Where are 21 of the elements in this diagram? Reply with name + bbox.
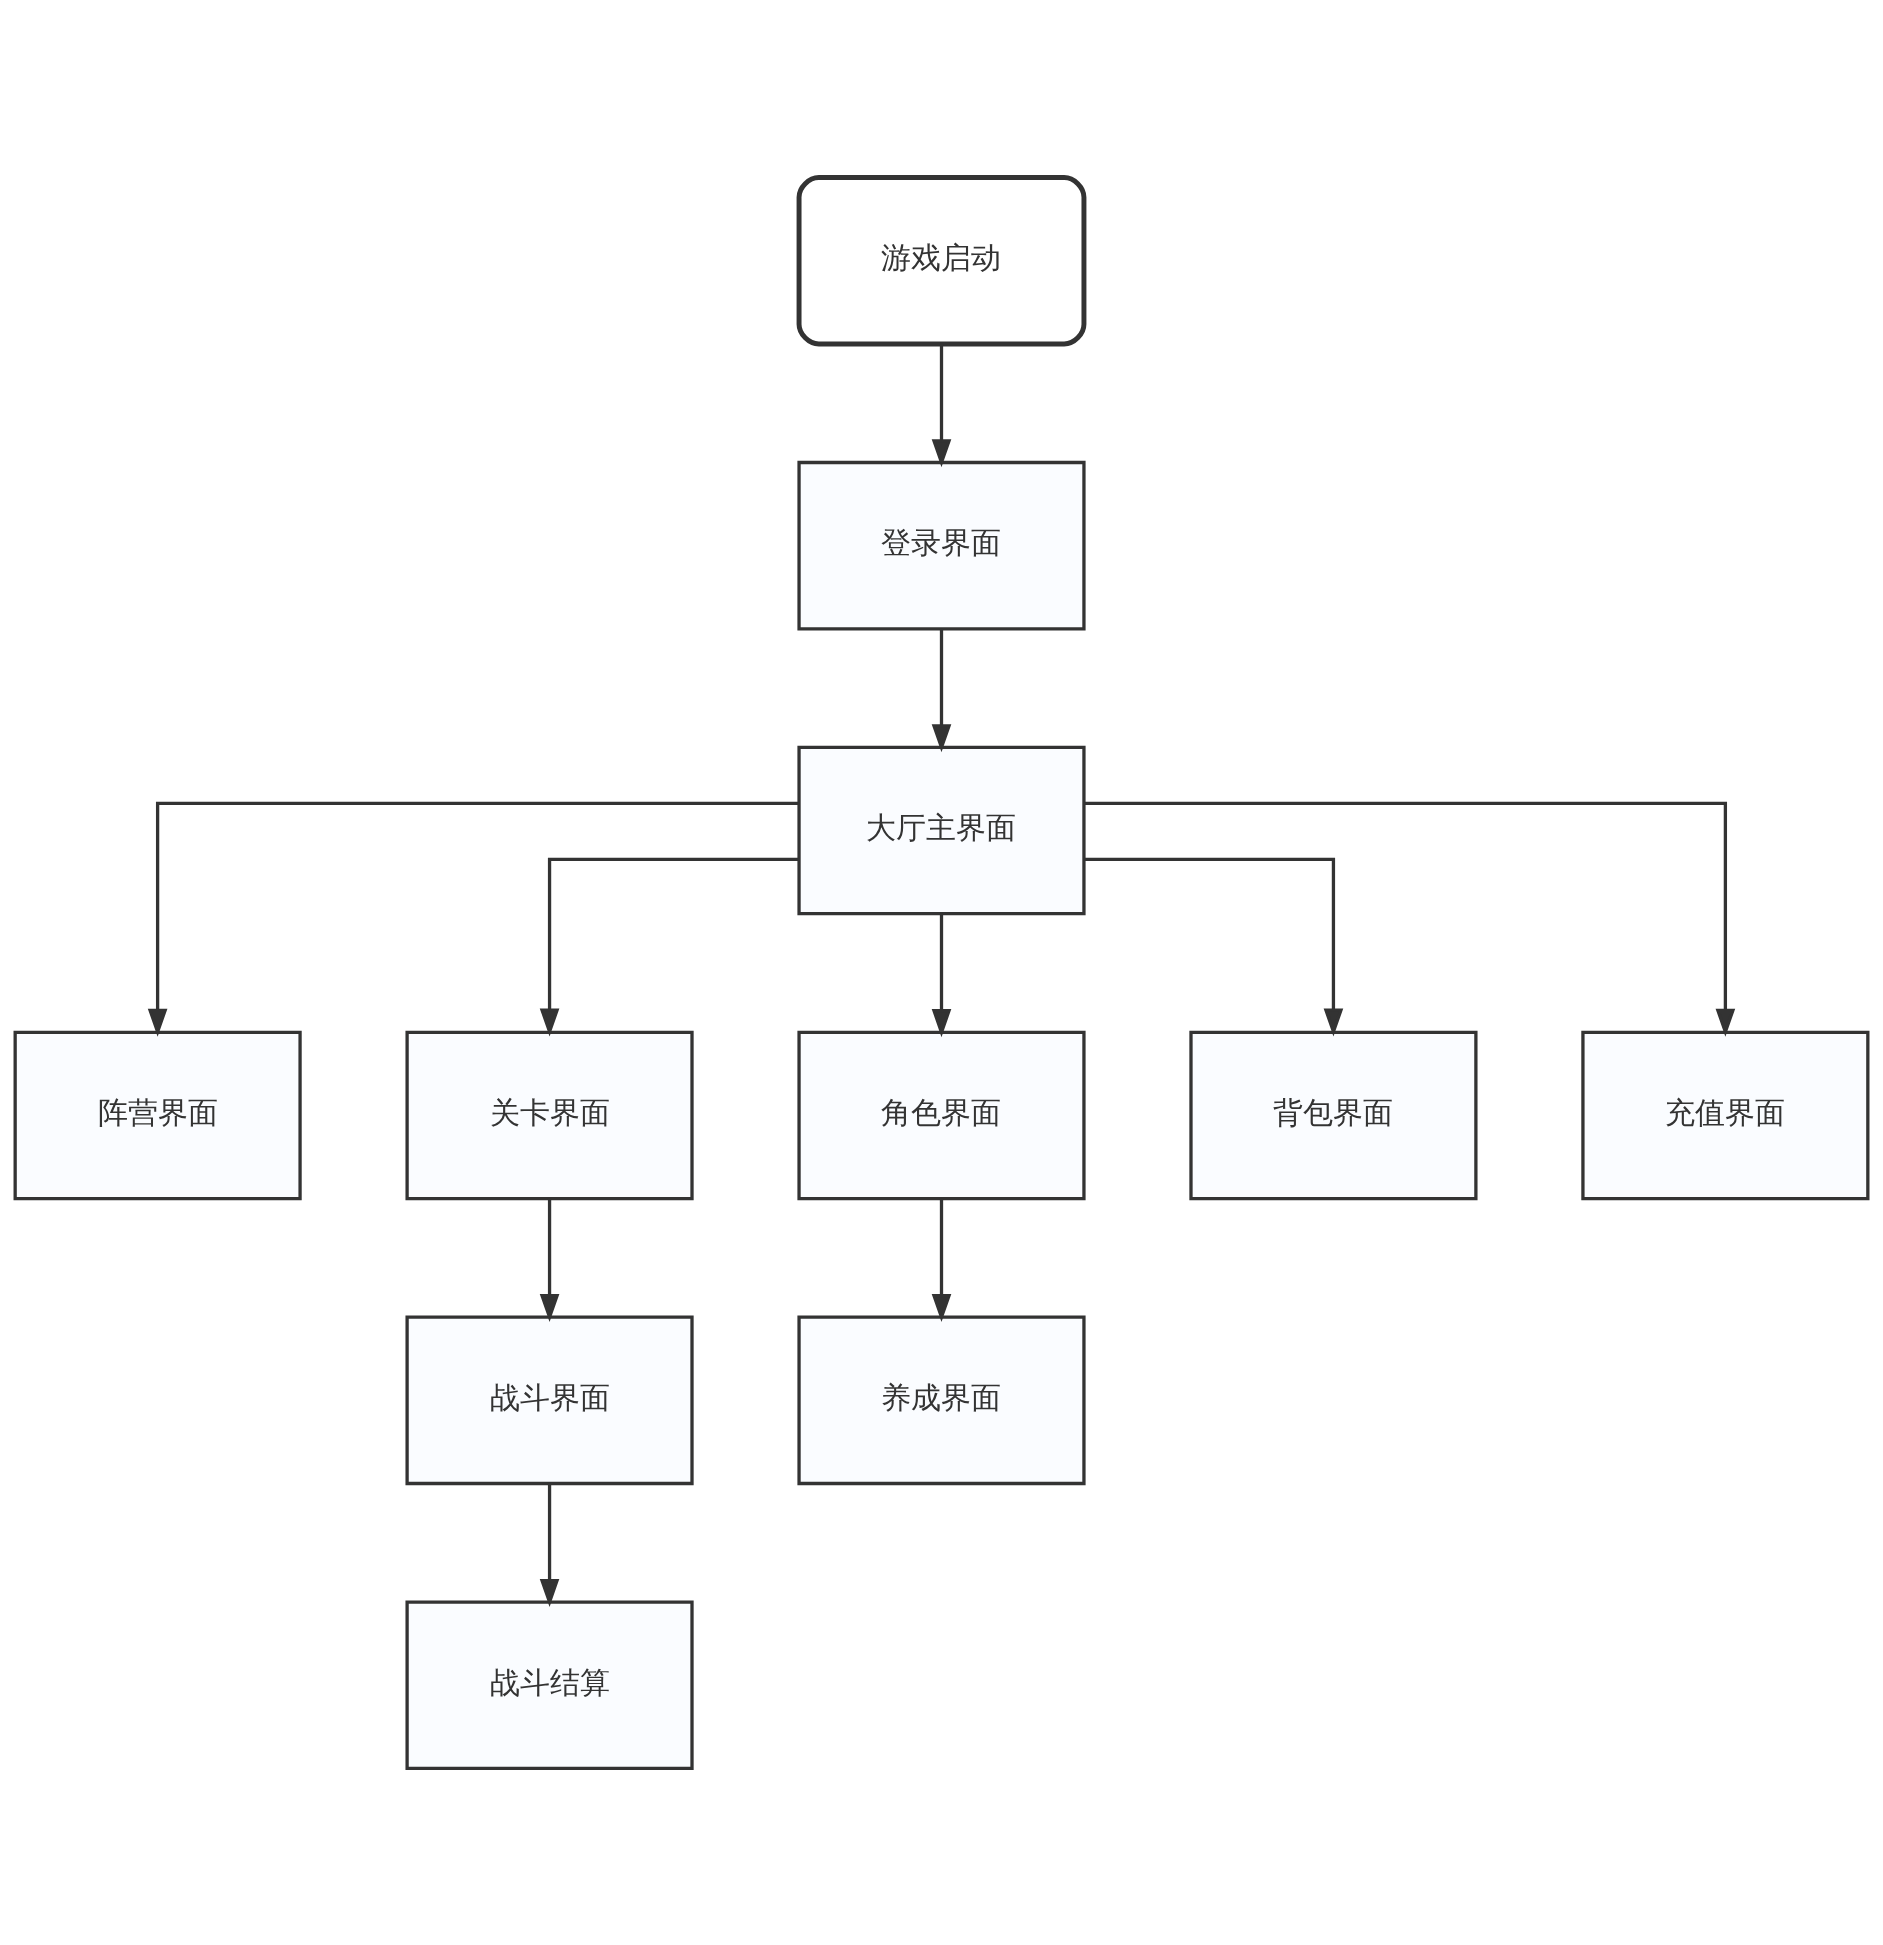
arrow xyxy=(539,1198,560,1322)
arrow xyxy=(147,801,799,1037)
arrow xyxy=(931,343,952,467)
node-box: 登录界面 xyxy=(797,460,1086,630)
node-box: 角色界面 xyxy=(797,1030,1086,1200)
node-box: 养成界面 xyxy=(797,1315,1086,1485)
node-box: 大厅主界面 xyxy=(797,745,1086,915)
arrow xyxy=(1084,857,1344,1037)
arrow xyxy=(931,913,952,1037)
node-box: 充值界面 xyxy=(1581,1030,1870,1200)
node-box: 游戏启动 xyxy=(796,174,1087,346)
node-box: 战斗结算 xyxy=(405,1599,694,1770)
node-box: 关卡界面 xyxy=(405,1030,694,1200)
arrow xyxy=(1084,801,1736,1037)
arrow xyxy=(539,1483,560,1607)
node-box: 战斗界面 xyxy=(405,1315,694,1485)
arrow xyxy=(931,628,952,752)
node-box: 背包界面 xyxy=(1189,1030,1478,1200)
node-box: 阵营界面 xyxy=(13,1030,302,1200)
arrow xyxy=(931,1198,952,1322)
arrow xyxy=(539,857,799,1037)
